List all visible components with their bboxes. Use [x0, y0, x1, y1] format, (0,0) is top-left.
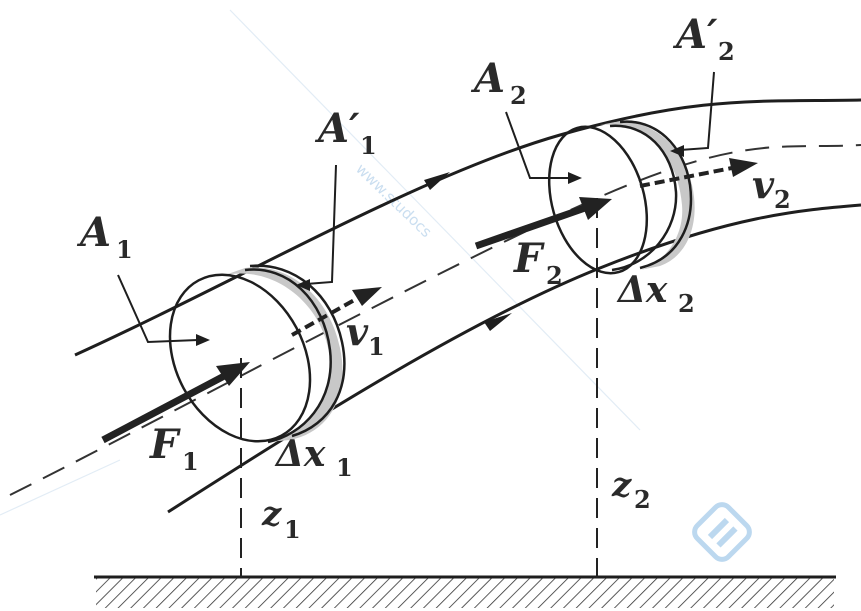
svg-text:1: 1 [182, 447, 199, 476]
svg-text:1: 1 [116, 235, 133, 264]
svg-text:2: 2 [546, 261, 563, 290]
leader-A1 [117, 274, 199, 344]
svg-text:F: F [149, 421, 181, 468]
svg-text:A: A [470, 55, 505, 102]
label-delta-x2: Δx 2 [616, 269, 695, 318]
velocity-v2-arrow [639, 158, 758, 188]
label-z1: z 1 [261, 494, 301, 544]
displaced-volume-2 [600, 121, 695, 270]
svg-text:1: 1 [284, 515, 301, 544]
svg-text:A: A [76, 209, 111, 256]
svg-text:A′: A′ [672, 11, 718, 58]
svg-text:v: v [752, 162, 775, 207]
label-A2: A 2 [470, 55, 527, 110]
svg-text:F: F [513, 235, 545, 282]
svg-text:2: 2 [774, 185, 791, 214]
svg-text:2: 2 [634, 485, 651, 514]
label-F2: F 2 [513, 235, 563, 290]
label-F1: F 1 [149, 421, 199, 476]
label-A2-prime: A′ 2 [672, 11, 735, 66]
watermark-logo-icon [692, 502, 752, 562]
leader-A1-prime [305, 164, 337, 285]
svg-text:z: z [611, 465, 632, 505]
label-A1-prime: A′ 1 [314, 105, 377, 160]
svg-text:z: z [261, 494, 282, 534]
svg-text:Δx: Δx [274, 433, 326, 475]
volume-element-1 [168, 264, 346, 444]
svg-text:2: 2 [510, 81, 527, 110]
label-A1: A 1 [76, 209, 133, 264]
svg-text:Δx: Δx [616, 269, 668, 311]
svg-text:1: 1 [336, 453, 353, 482]
velocity-v1-arrow [291, 287, 382, 337]
label-delta-x1: Δx 1 [274, 433, 353, 482]
svg-text:1: 1 [368, 332, 385, 361]
leader-lines [117, 71, 715, 346]
svg-text:2: 2 [718, 37, 735, 66]
svg-text:1: 1 [360, 131, 377, 160]
svg-text:v: v [346, 309, 369, 354]
svg-text:A′: A′ [314, 105, 360, 152]
volume-element-2 [547, 120, 695, 275]
label-z2: z 2 [611, 465, 651, 514]
pipe-upper-wall [74, 98, 861, 357]
leader-A2 [505, 111, 570, 179]
svg-text:2: 2 [678, 289, 695, 318]
cross-section-A1 [168, 273, 312, 443]
leader-A2-prime [679, 71, 715, 151]
label-v2: v 2 [752, 162, 791, 214]
flow-centerline [9, 144, 861, 496]
ground [94, 575, 836, 608]
streamline-arrow-lower-icon [484, 313, 512, 331]
streamline-arrow-upper-icon [424, 172, 450, 190]
displaced-volume-1 [225, 267, 343, 442]
force-F1-arrow [101, 362, 250, 444]
force-F2-arrow [474, 197, 612, 250]
label-v1: v 1 [346, 309, 385, 361]
